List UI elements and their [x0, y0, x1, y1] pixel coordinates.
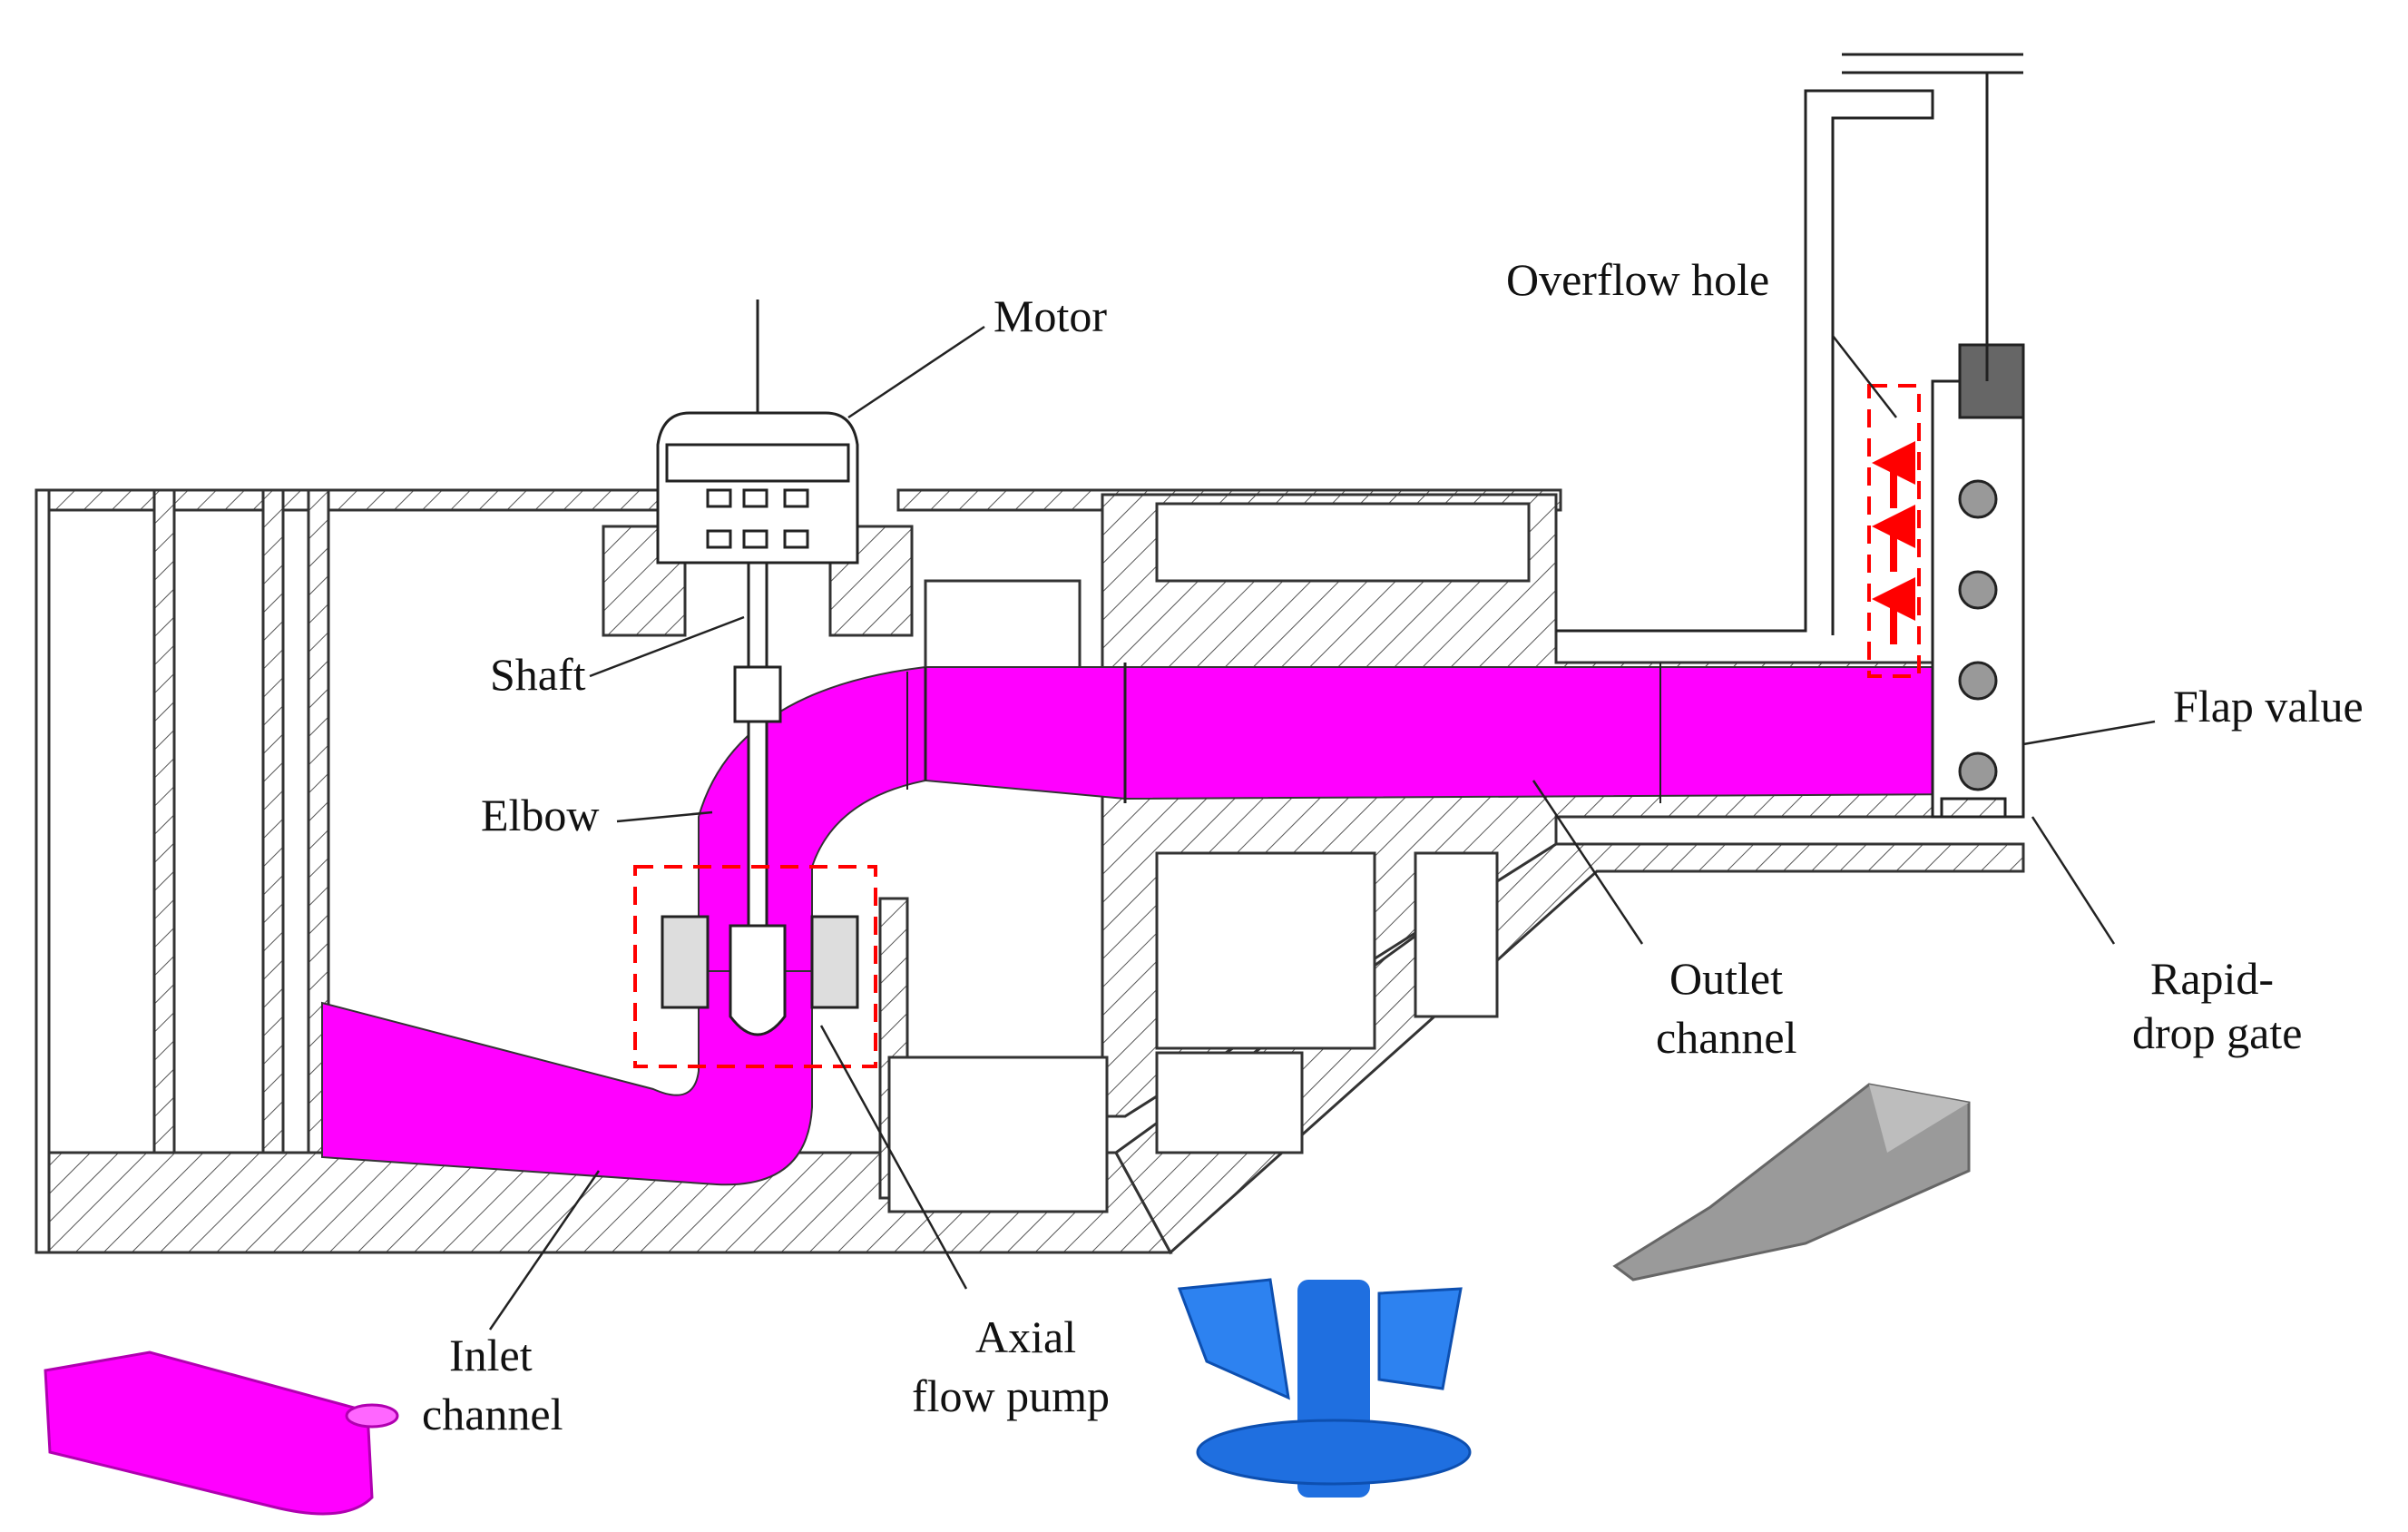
label-flap-value: Flap value — [2173, 681, 2364, 732]
inlet-channel-passage — [321, 970, 813, 1186]
labels: Motor Overflow hole Shaft Flap value Elb… — [422, 254, 2364, 1439]
gate-tower — [1556, 53, 2025, 819]
leader-lines — [488, 325, 2156, 1331]
inlet-channel-3d-model — [44, 1350, 399, 1516]
outlet-channel-passage — [925, 666, 1979, 800]
column-2 — [261, 488, 285, 1154]
column-3 — [307, 488, 330, 1154]
label-overflow-hole: Overflow hole — [1506, 254, 1769, 305]
column-1 — [152, 488, 176, 1154]
label-rapid-drop-gate-line2: drop gate — [2132, 1007, 2302, 1058]
label-outlet-channel-line2: channel — [1656, 1012, 1796, 1063]
overflow-hole-box — [1867, 384, 1921, 678]
label-shaft: Shaft — [490, 649, 586, 700]
impeller-3d-model — [1177, 1278, 1472, 1498]
label-axial-flow-pump-line2: flow pump — [912, 1370, 1110, 1421]
top-slab-left — [34, 488, 673, 512]
highlight-boxes — [633, 384, 1921, 1068]
flow-passage — [321, 663, 1979, 1186]
left-wall — [34, 488, 51, 1254]
label-inlet-channel-line1: Inlet — [449, 1330, 533, 1380]
motor-assembly — [656, 300, 859, 1036]
axial-pump-box — [633, 865, 877, 1068]
label-elbow: Elbow — [481, 790, 600, 840]
label-outlet-channel-line1: Outlet — [1669, 953, 1783, 1004]
hub-3d-model — [1612, 1083, 1971, 1282]
chambers — [887, 502, 1531, 1213]
label-rapid-drop-gate-line1: Rapid- — [2150, 953, 2274, 1004]
label-inlet-channel-line2: channel — [422, 1389, 563, 1439]
label-motor: Motor — [994, 290, 1107, 341]
impeller-hub — [729, 924, 787, 1036]
label-axial-flow-pump-line1: Axial — [975, 1311, 1076, 1362]
